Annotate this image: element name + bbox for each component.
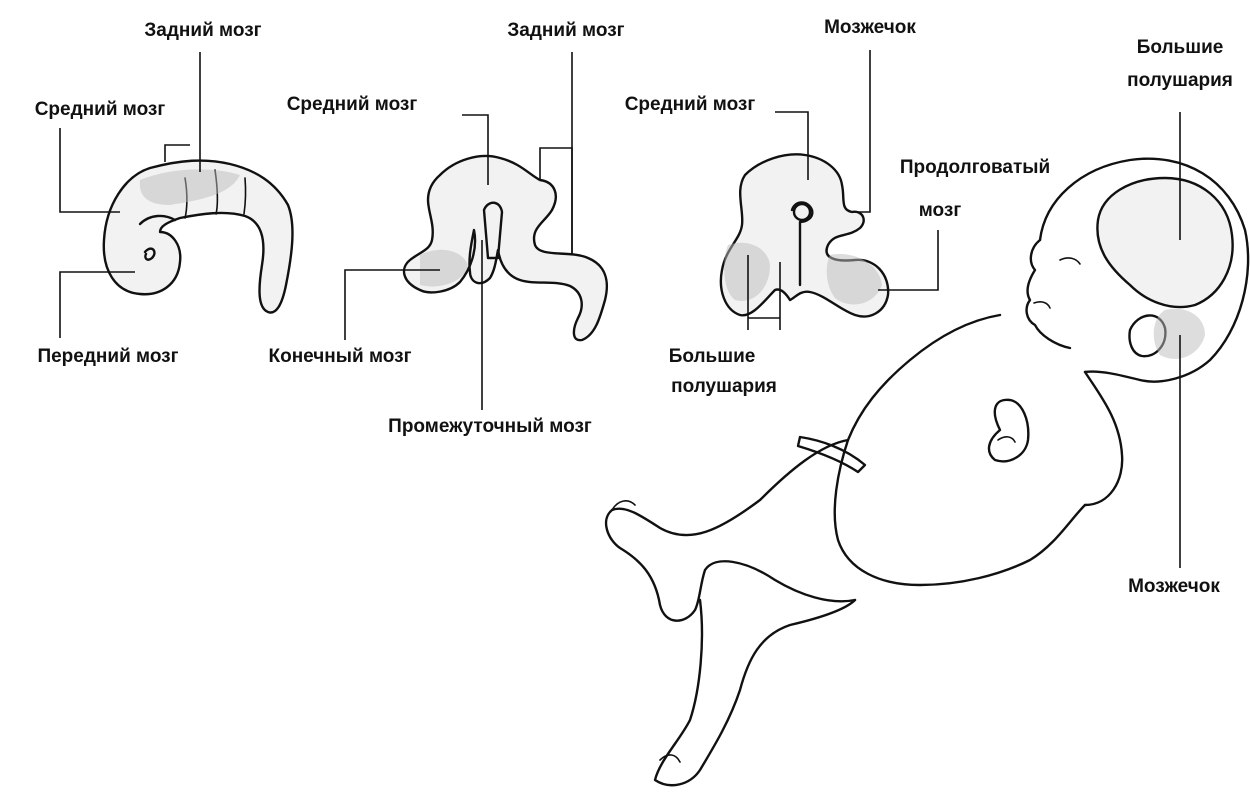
- stage3-brain: [721, 154, 888, 316]
- stage1-hindbrain-label: Задний мозг: [144, 20, 261, 41]
- stage2-telencephalon-label: Конечный мозг: [269, 346, 412, 367]
- stage3-hemispheres-label-line2: полушария: [671, 376, 777, 397]
- infant-hemispheres-label-line1: Большие: [1137, 37, 1224, 58]
- stage2-diencephalon-label: Промежуточный мозг: [388, 416, 592, 437]
- stage3-medulla-label-line2: мозг: [919, 200, 962, 221]
- stage2-hindbrain-label: Задний мозг: [507, 20, 624, 41]
- infant-cerebellum-label: Мозжечок: [1128, 576, 1220, 597]
- infant-hemispheres-label-line2: полушария: [1127, 70, 1233, 91]
- stage2-midbrain-label: Средний мозг: [287, 94, 418, 115]
- stage1-midbrain-label: Средний мозг: [35, 99, 166, 120]
- infant-figure: [606, 159, 1248, 786]
- stage3-cerebellum-label: Мозжечок: [824, 17, 916, 38]
- stage1-forebrain-label: Передний мозг: [37, 346, 178, 367]
- stage3-medulla-label-line1: Продолговатый: [900, 157, 1050, 178]
- stage3-hemispheres-label-line1: Большие: [669, 346, 756, 367]
- stage3-midbrain-label: Средний мозг: [625, 94, 756, 115]
- stage1-brain: [104, 161, 293, 313]
- stage2-brain: [404, 156, 607, 340]
